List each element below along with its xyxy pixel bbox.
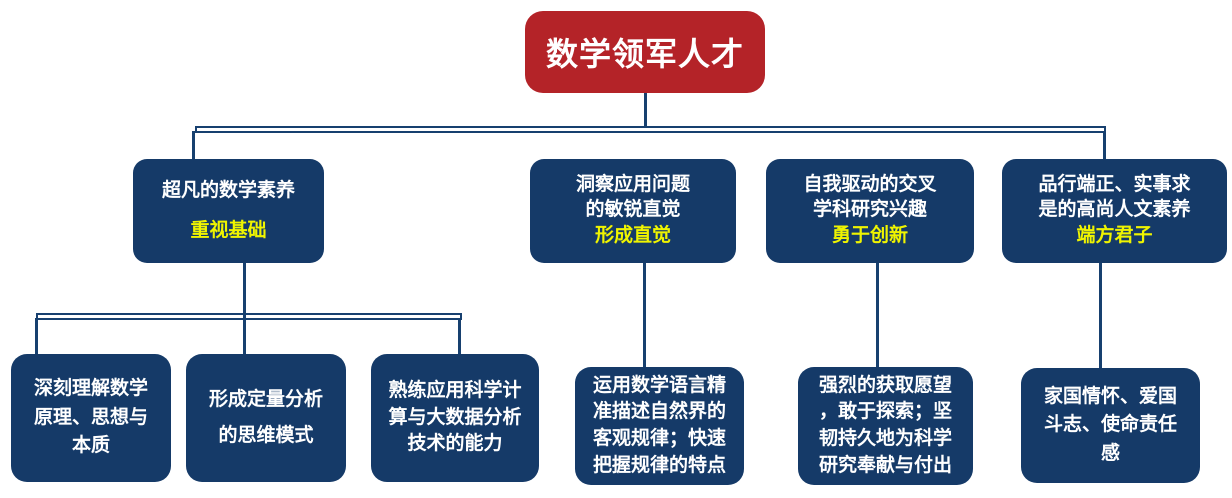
pillar-subtitle: 端方君子 <box>1076 225 1153 247</box>
connector-leaf1-stub <box>35 318 38 355</box>
connector-pillar4-drop <box>1099 262 1102 369</box>
pillar-node-character: 品行端正、实事求 是的高尚人文素养 端方君子 <box>1002 159 1227 263</box>
connector-level1-bus <box>195 126 1106 133</box>
leaf-node-principles: 深刻理解数学 原理、思想与 本质 <box>11 354 171 482</box>
pillar-node-intuition: 洞察应用问题 的敏锐直觉 形成直觉 <box>530 159 736 263</box>
connector-pillar1-stub <box>192 131 195 160</box>
pillar-title: 超凡的数学素养 <box>161 179 295 201</box>
pillar-node-math-literacy: 超凡的数学素养 重视基础 <box>133 159 324 263</box>
pillar-subtitle: 重视基础 <box>190 219 267 241</box>
pillar-title: 品行端正、实事求 是的高尚人文素养 <box>1038 173 1191 220</box>
connector-pillar1-drop <box>243 262 246 355</box>
pillar-node-interdisciplinary: 自我驱动的交叉 学科研究兴趣 勇于创新 <box>766 159 974 263</box>
pillar-subtitle: 勇于创新 <box>831 225 908 247</box>
leaf-node-exploration-dedication: 强烈的获取愿望 ，敢于探索；坚 韧持久地为科学 研究奉献与付出 <box>798 367 973 485</box>
leaf-node-math-language: 运用数学语言精 准描述自然界的 客观规律；快速 把握规律的特点 <box>575 367 744 485</box>
leaf-node-quantitative-thinking: 形成定量分析 的思维模式 <box>186 354 346 482</box>
connector-level2-bus <box>36 313 462 320</box>
leaf-node-patriotism: 家国情怀、爱国 斗志、使命责任 感 <box>1021 368 1200 483</box>
pillar-subtitle: 形成直觉 <box>594 225 671 247</box>
connector-leaf3-stub <box>458 318 461 355</box>
leaf-node-computing-bigdata: 熟练应用科学计 算与大数据分析 技术的能力 <box>371 354 539 482</box>
pillar-title: 洞察应用问题 的敏锐直觉 <box>575 173 690 220</box>
root-node: 数学领军人才 <box>525 11 765 93</box>
connector-root-drop <box>644 93 647 127</box>
pillar-title: 自我驱动的交叉 学科研究兴趣 <box>803 173 937 220</box>
connector-pillar3-drop <box>876 262 879 368</box>
connector-pillar2-drop <box>643 262 646 368</box>
connector-pillar4-stub <box>1103 131 1106 160</box>
